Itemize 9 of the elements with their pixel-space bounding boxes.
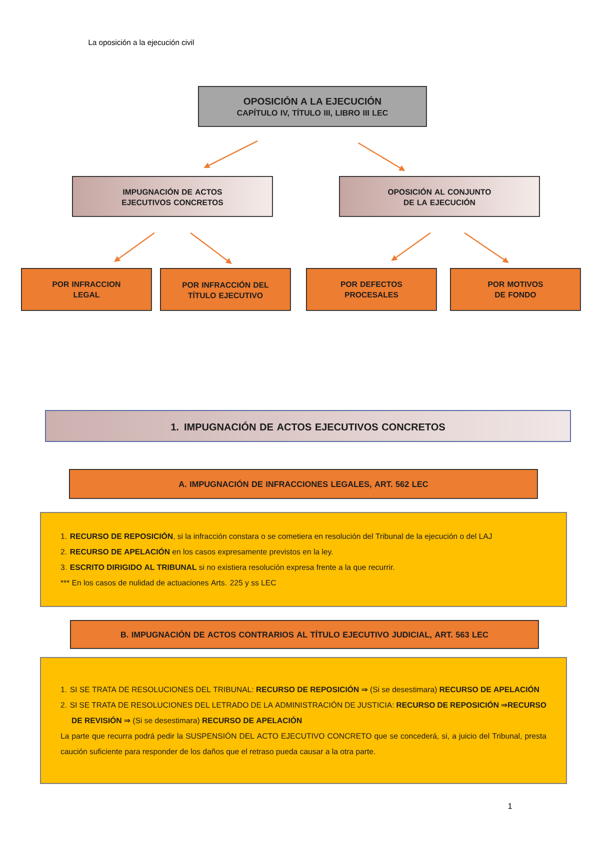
section-band: 1. IMPUGNACIÓN DE ACTOS EJECUTIVOS CONCRETOS	[45, 410, 571, 442]
title-box	[198, 86, 427, 127]
info-box	[40, 657, 567, 784]
subtitle-text: CAPÍTULO IV, TÍTULO III, LIBRO III LEC	[237, 108, 388, 117]
title-text: OPOSICIÓN A LA EJECUCIÓN	[244, 96, 381, 105]
subsection-band: B. IMPUGNACIÓN DE ACTOS CONTRARIOS AL TÍTULO EJECUTIVO JUDICIAL, ART. 563 LEC	[70, 620, 539, 649]
page-number: 1	[508, 803, 512, 809]
info-box	[40, 512, 567, 607]
subsection-band: A. IMPUGNACIÓN DE INFRACCIONES LEGALES, ART. 562 LEC	[69, 469, 538, 499]
